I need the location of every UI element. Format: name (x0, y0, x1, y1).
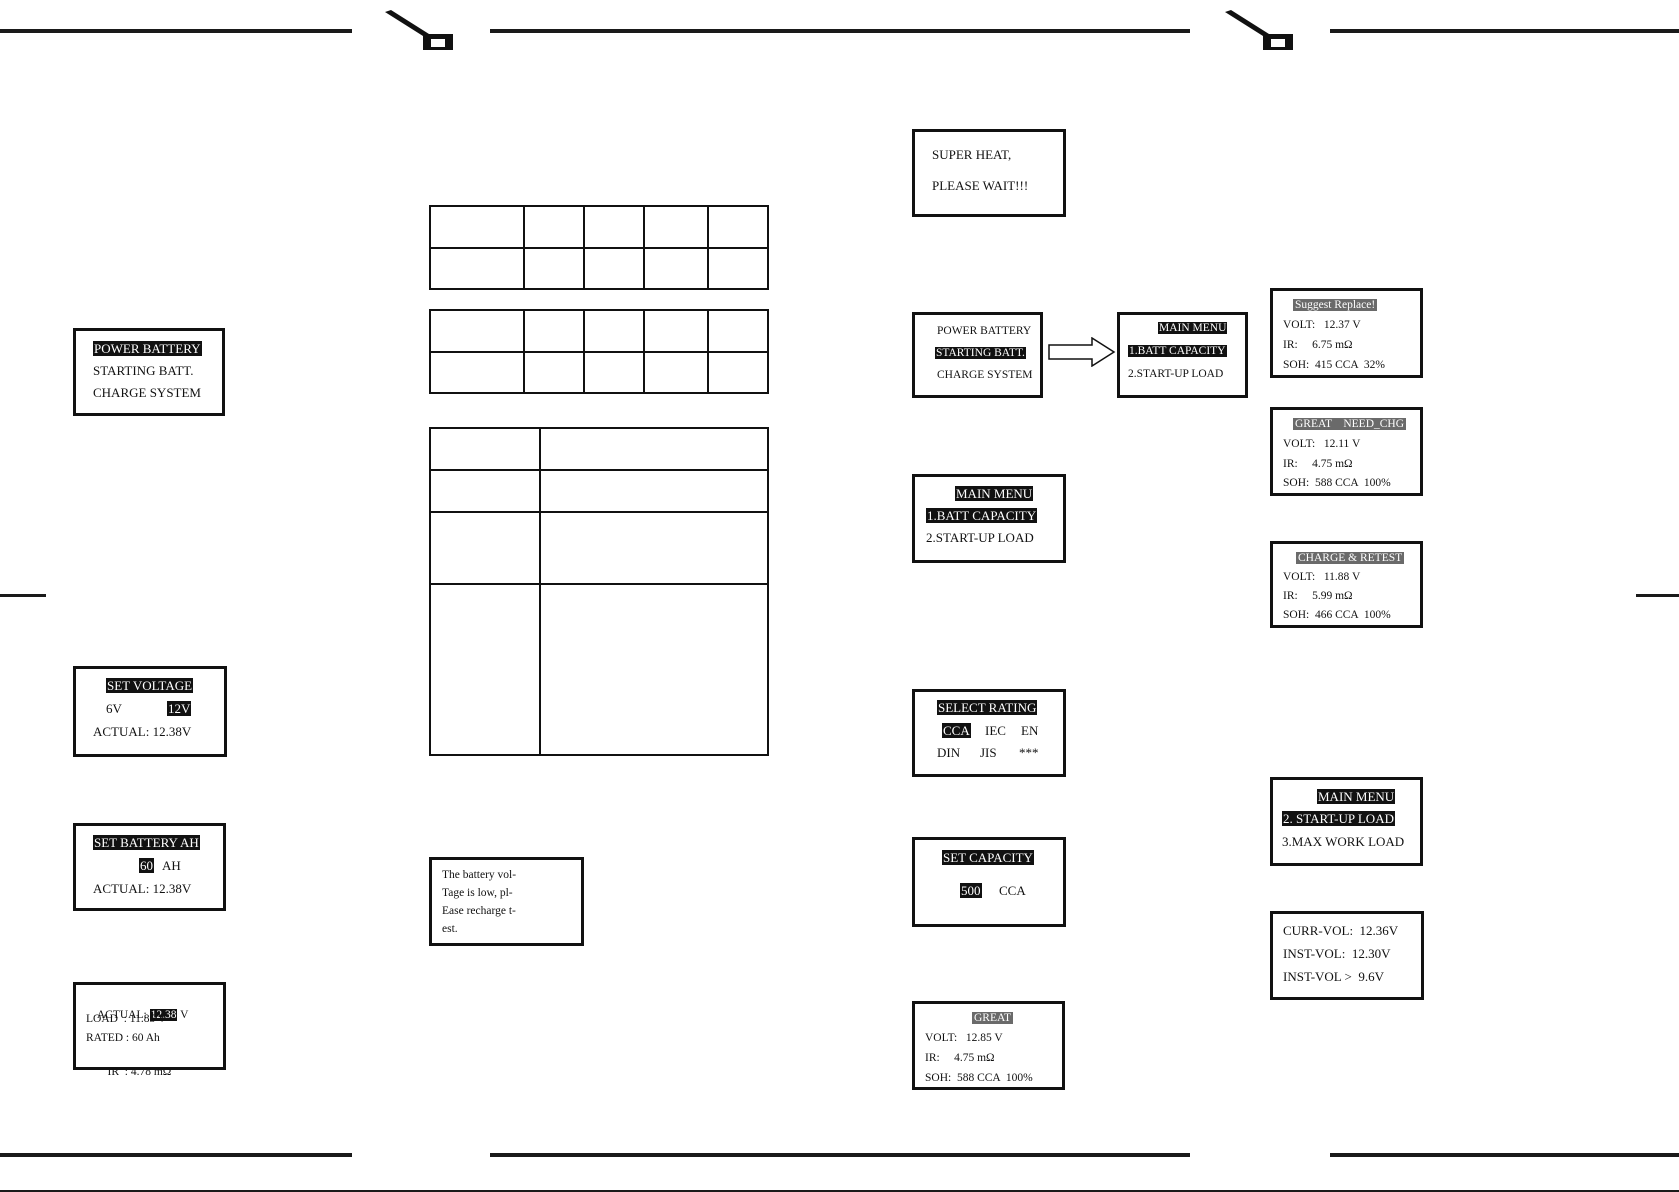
menu-item-batt-capacity[interactable]: 1.BATT CAPACITY (926, 508, 1038, 523)
screen-title: MAIN MENU (1317, 789, 1396, 804)
menu-item-batt-capacity[interactable]: 1.BATT CAPACITY (1128, 345, 1227, 357)
brand-logo-icon (1225, 10, 1293, 50)
lcd-set-capacity: SET CAPACITY 500 CCA (912, 837, 1066, 927)
rating-option-jis[interactable]: JIS (980, 745, 997, 760)
lcd-main-menu-startup: MAIN MENU 2. START-UP LOAD 3.MAX WORK LO… (1270, 777, 1423, 866)
status-badge: GREAT (972, 1012, 1014, 1024)
footer-rule-1 (0, 1153, 352, 1157)
screen-title: SET VOLTAGE (106, 678, 194, 693)
rating-option-other[interactable]: *** (1019, 745, 1039, 760)
volt-reading: VOLT: 11.88 V (1283, 571, 1361, 583)
lcd-result-great: GREAT VOLT: 12.85 V IR: 4.75 mΩ SOH: 588… (912, 1001, 1065, 1090)
rating-option-cca[interactable]: CCA (942, 723, 971, 738)
menu-item-power-battery[interactable]: POWER BATTERY (937, 325, 1032, 337)
empty-table-1 (429, 205, 769, 290)
current-voltage: CURR-VOL: 12.36V (1283, 923, 1399, 938)
menu-item-starting-batt[interactable]: STARTING BATT. (93, 363, 194, 378)
screen-title: MAIN MENU (1158, 322, 1228, 334)
volt-reading: VOLT: 12.37 V (1283, 319, 1361, 331)
lcd-battery-type-starting: POWER BATTERY STARTING BATT. CHARGE SYST… (912, 312, 1043, 398)
volt-reading: VOLT: 12.11 V (1283, 438, 1361, 450)
ah-value[interactable]: 60 (139, 858, 154, 873)
status-badge: GREAT NEED_CHG (1293, 418, 1407, 430)
footer-rule-2 (490, 1153, 1190, 1157)
menu-item-charge-system[interactable]: CHARGE SYSTEM (937, 369, 1033, 381)
rating-option-en[interactable]: EN (1021, 723, 1039, 738)
warning-line: The battery vol- (442, 869, 517, 881)
lcd-low-voltage-warning: The battery vol- Tage is low, pl- Ease r… (429, 857, 584, 946)
ir-reading: IR: 5.99 mΩ (1283, 590, 1353, 602)
screen-title: SET BATTERY AH (93, 835, 200, 850)
soh-reading: SOH: 588 CCA 100% (925, 1072, 1033, 1084)
empty-table-3 (429, 427, 769, 756)
menu-item-starting-batt[interactable]: STARTING BATT. (935, 347, 1026, 359)
menu-item-startup-load[interactable]: 2.START-UP LOAD (926, 530, 1034, 545)
brand-logo-icon (385, 10, 453, 50)
lcd-set-battery-ah: SET BATTERY AH 60 AH ACTUAL: 12.38V (73, 823, 226, 911)
lcd-super-heat: SUPER HEAT, PLEASE WAIT!!! (912, 129, 1066, 217)
instant-voltage: INST-VOL: 12.30V (1283, 946, 1391, 961)
actual-voltage: ACTUAL: 12.38V (93, 881, 192, 896)
actual-value: 12.38 (149, 1009, 178, 1021)
ir-reading: IR: 6.75 mΩ (1283, 339, 1353, 351)
bottom-edge-line (0, 1190, 1679, 1192)
arrow-right-icon (1048, 337, 1116, 367)
lcd-main-menu-b: MAIN MENU 1.BATT CAPACITY 2.START-UP LOA… (912, 474, 1066, 563)
lcd-startup-load-result: CURR-VOL: 12.36V INST-VOL: 12.30V INST-V… (1270, 911, 1424, 1000)
volt-reading: VOLT: 12.85 V (925, 1032, 1003, 1044)
warning-line: est. (442, 923, 458, 935)
screen-title: SET CAPACITY (942, 850, 1034, 865)
empty-table-2 (429, 309, 769, 394)
please-wait-text: PLEASE WAIT!!! (932, 178, 1029, 193)
menu-item-startup-load[interactable]: 2.START-UP LOAD (1128, 368, 1224, 380)
lcd-power-battery-result: ACTUAL: 12.38 V LOAD : 11.85 V RATED : 6… (73, 982, 226, 1078)
actual-unit: V (180, 1009, 189, 1021)
rated-capacity: RATED : 60 Ah (86, 1032, 160, 1044)
rating-option-din[interactable]: DIN (937, 745, 961, 760)
lcd-select-rating: SELECT RATING CCA IEC EN DIN JIS *** (912, 689, 1066, 777)
lcd-result-suggest-replace: Suggest Replace! VOLT: 12.37 V IR: 6.75 … (1270, 288, 1423, 378)
menu-item-power-battery[interactable]: POWER BATTERY (93, 341, 202, 356)
load-voltage: LOAD : 11.85 V (86, 1013, 167, 1025)
header-rule-3 (1330, 29, 1679, 33)
soh-reading: SOH: 415 CCA 32% (1283, 359, 1385, 371)
status-badge: CHARGE & RETEST (1296, 552, 1405, 564)
side-mark-right (1636, 594, 1679, 597)
menu-item-startup-load[interactable]: 2. START-UP LOAD (1282, 811, 1395, 826)
screen-title: MAIN MENU (955, 486, 1034, 501)
lcd-set-voltage: SET VOLTAGE 6V 12V ACTUAL: 12.38V (73, 666, 227, 757)
warning-line: Tage is low, pl- (442, 887, 513, 899)
lcd-main-menu-a: MAIN MENU 1.BATT CAPACITY 2.START-UP LOA… (1117, 312, 1248, 398)
ir-reading: IR: 4.75 mΩ (1283, 458, 1353, 470)
soh-reading: SOH: 588 CCA 100% (1283, 477, 1391, 489)
rating-option-iec[interactable]: IEC (985, 723, 1006, 738)
option-12v[interactable]: 12V (167, 701, 192, 716)
actual-voltage: ACTUAL: 12.38V (93, 724, 192, 739)
ir-reading: IR: 4.75 mΩ (925, 1052, 995, 1064)
option-6v[interactable]: 6V (106, 701, 122, 716)
lcd-result-need-charge: GREAT NEED_CHG VOLT: 12.11 V IR: 4.75 mΩ… (1270, 407, 1423, 496)
actual-label: ACTUAL: (96, 1009, 147, 1021)
warning-line: Ease recharge t- (442, 905, 516, 917)
capacity-unit: CCA (999, 883, 1026, 898)
footer-rule-3 (1330, 1153, 1679, 1157)
side-mark-left (0, 594, 46, 597)
ah-unit: AH (162, 858, 181, 873)
super-heat-text: SUPER HEAT, (932, 147, 1012, 162)
screen-title: SELECT RATING (937, 700, 1038, 715)
menu-item-max-work-load[interactable]: 3.MAX WORK LOAD (1282, 834, 1405, 849)
ir-label: IR : (107, 1066, 128, 1078)
capacity-value[interactable]: 500 (960, 883, 982, 898)
menu-item-charge-system[interactable]: CHARGE SYSTEM (93, 385, 201, 400)
header-rule-1 (0, 29, 352, 33)
lcd-battery-type: POWER BATTERY STARTING BATT. CHARGE SYST… (73, 328, 225, 416)
lcd-result-charge-retest: CHARGE & RETEST VOLT: 11.88 V IR: 5.99 m… (1270, 541, 1423, 628)
status-badge: Suggest Replace! (1293, 299, 1378, 311)
soh-reading: SOH: 466 CCA 100% (1283, 609, 1391, 621)
ir-value: 4.78 mΩ (130, 1066, 172, 1078)
instant-voltage-threshold: INST-VOL > 9.6V (1283, 969, 1384, 984)
header-rule-2 (490, 29, 1190, 33)
